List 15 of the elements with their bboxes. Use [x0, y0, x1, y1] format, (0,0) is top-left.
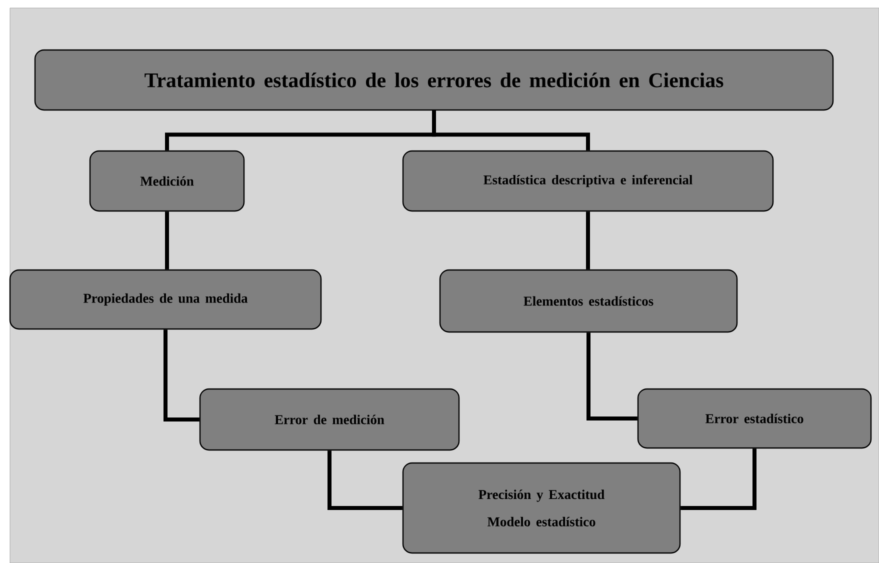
concept-box: Error de medición: [199, 388, 460, 451]
connector: [680, 448, 756, 510]
connector: [164, 330, 200, 422]
concept-box: Propiedades de una medida: [9, 269, 322, 330]
concept-box: Elementos estadísticos: [439, 269, 738, 333]
concept-box: Error estadístico: [637, 388, 872, 449]
connector: [586, 332, 638, 420]
concept-box: Medición: [89, 150, 245, 212]
connector: [328, 450, 402, 510]
concept-box: Precisión y Exactitud Modelo estadístico: [402, 462, 681, 554]
concept-box: Estadística descriptiva e inferencial: [402, 150, 774, 212]
connector: [165, 212, 169, 270]
title-box: Tratamiento estadístico de los errores de medición en Ciencias: [34, 49, 834, 111]
connector: [432, 110, 590, 150]
connector: [586, 212, 590, 270]
